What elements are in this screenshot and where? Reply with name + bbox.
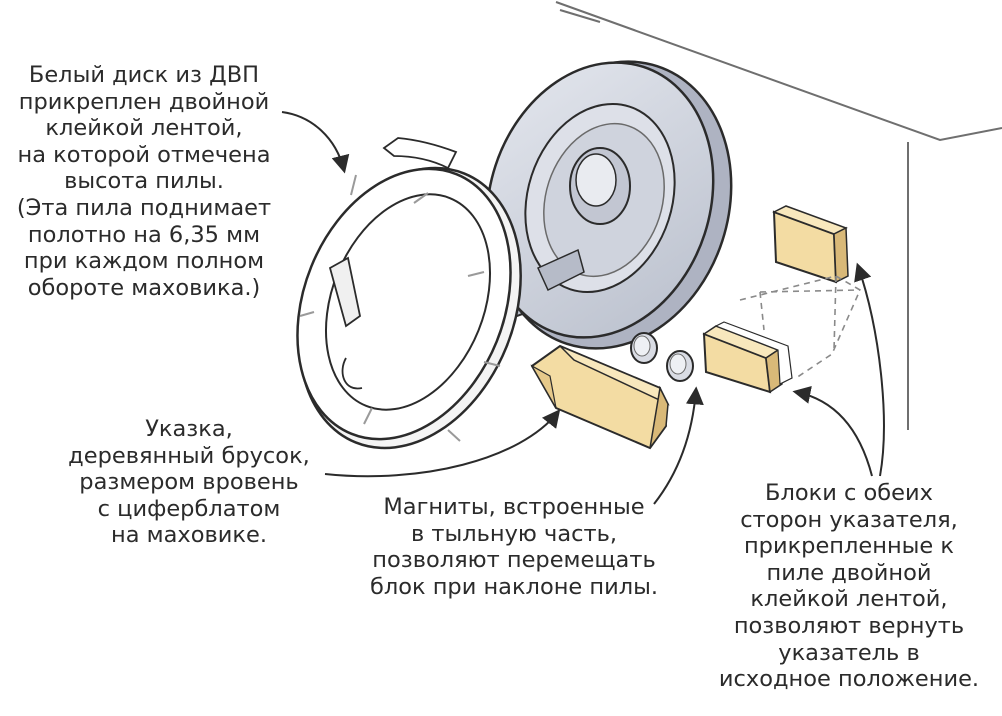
pointer-callout-line: Указка,: [145, 416, 233, 442]
leader-arrows: [281, 111, 885, 505]
dial-callout-line: обороте маховика.): [27, 274, 261, 301]
blocks-callout: Блоки с обеих сторон указателя, прикрепл…: [700, 480, 998, 693]
blocks-callout-line: указатель в: [778, 639, 920, 666]
dial-callout-line: высота пилы.: [64, 168, 224, 195]
pointer-callout-line: на маховике.: [111, 522, 267, 549]
blocks-callout-line: клейкой лентой,: [750, 586, 948, 613]
pointer-callout-line: размером вровень: [79, 469, 299, 496]
blocks-callout-line: пиле двойной: [766, 559, 932, 586]
dial-callout-line: прикреплен двойной: [18, 88, 270, 115]
stop-blocks: [702, 205, 849, 394]
handwheel: [485, 60, 733, 350]
blocks-callout-line: сторон указателя,: [740, 506, 958, 533]
magnets-callout-line: Магниты, встроенные: [383, 494, 645, 520]
pointer-callout-line: с циферблатом: [97, 495, 281, 522]
blocks-callout-line: исходное положение.: [718, 666, 980, 693]
dial-callout-line: полотно на 6,35 мм: [27, 221, 261, 248]
magnets-callout-line: позволяют перемещать: [372, 547, 656, 574]
magnets-leader-arrow: [653, 386, 704, 505]
pointer-ghost-outline: [739, 275, 862, 379]
dial-tick-marks: [299, 174, 501, 442]
blocks-callout-line: прикрепленные к: [743, 533, 955, 560]
dial-callout-line: Белый диск из ДВП: [28, 62, 260, 88]
dial-callout-line: клейкой лентой,: [45, 115, 243, 142]
wooden-pointer-block: [530, 344, 670, 450]
white-dial-disk: [296, 137, 522, 450]
pointer-callout-line: деревянный брусок,: [68, 442, 310, 469]
dial-callout-line: (Эта пила поднимает: [16, 194, 272, 221]
magnets-callout-line: блок при наклоне пилы.: [369, 573, 659, 600]
lower-block-leader-arrow: [792, 386, 873, 477]
dial-callout-line: при каждом полном: [23, 248, 265, 275]
pointer-leader-arrow: [324, 409, 561, 478]
dial-callout-line: на которой отмечена: [17, 141, 271, 168]
dial-leader-arrow: [281, 111, 350, 174]
dial-callout: Белый диск из ДВП прикреплен двойной кле…: [2, 62, 286, 301]
magnets-callout: Магниты, встроенные в тыльную часть, поз…: [344, 494, 684, 600]
saw-cabinet: [555, 1, 1002, 430]
magnets: [630, 332, 694, 382]
blocks-callout-line: позволяют вернуть: [733, 612, 965, 639]
blocks-callout-line: Блоки с обеих: [765, 480, 933, 506]
upper-block-leader-arrow: [854, 262, 885, 477]
pointer-callout: Указка, деревянный брусок, размером вров…: [40, 416, 338, 549]
magnets-callout-line: в тыльную часть,: [410, 520, 617, 547]
